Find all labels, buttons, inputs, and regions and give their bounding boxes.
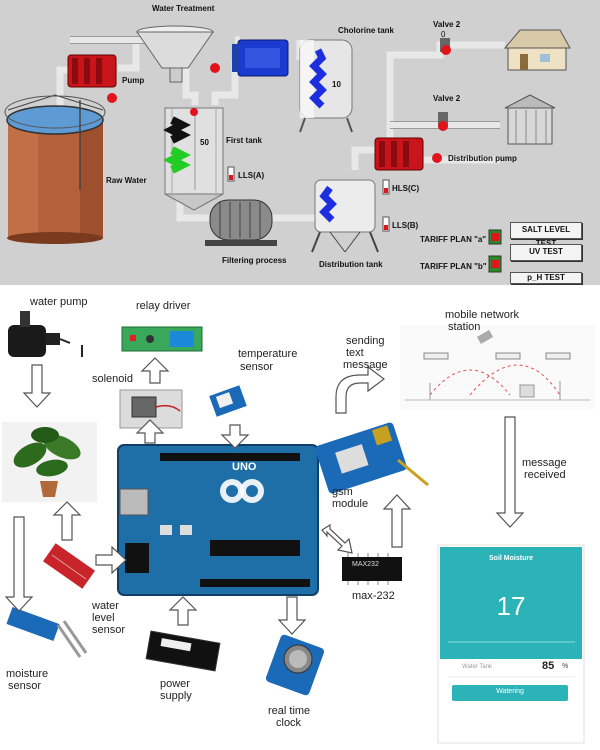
pump-indicator-light — [107, 93, 117, 103]
lls-a-label: LLS(A) — [238, 171, 265, 180]
valve-top-label: Valve 2 — [433, 20, 461, 29]
lls-b-label: LLS(B) — [392, 221, 419, 230]
gsm-module-device — [315, 422, 429, 494]
first-tank-label: First tank — [226, 136, 263, 145]
real-time-clock-label-1: real time — [268, 705, 311, 717]
moisture-sensor-device — [6, 606, 88, 658]
iot-graphics — [2, 311, 595, 744]
water-treatment-funnel — [136, 25, 220, 83]
tariff-plan-b-label: TARIFF PLAN "b" — [420, 262, 487, 271]
water-tank-unit: % — [562, 663, 569, 670]
sending-label-1: sending — [346, 335, 385, 347]
sending-label-3: message — [343, 359, 388, 371]
relay-driver-label: relay driver — [136, 300, 191, 312]
real-time-clock-device — [265, 634, 325, 696]
valve-mid — [438, 112, 448, 131]
scada-panel: Water Treatment Pump Raw Water First tan… — [0, 0, 600, 285]
level-switch-lls-b — [382, 216, 390, 232]
level-switch-lls-a — [227, 166, 235, 182]
chlorine-level: 10 — [332, 80, 341, 89]
distribution-pump — [374, 137, 442, 171]
water-level-sensor-label-3: sensor — [92, 624, 126, 636]
distribution-tank — [311, 179, 379, 253]
real-time-clock-label-2: clock — [276, 717, 302, 729]
scada-graphics — [4, 25, 571, 273]
moisture-sensor-label-2: sensor — [8, 680, 42, 692]
level-switch-hls-c — [382, 179, 390, 195]
distribution-pump-label: Distribution pump — [448, 154, 517, 163]
max232-label: max-232 — [352, 590, 395, 602]
solenoid-label: solenoid — [92, 373, 133, 385]
max232-chip — [342, 553, 402, 585]
watering-button[interactable]: Watering — [496, 688, 524, 695]
temperature-sensor-device — [209, 385, 247, 417]
valve-mid-label: Valve 2 — [433, 94, 461, 103]
first-tank-level: 50 — [200, 138, 209, 147]
first-tank — [163, 107, 224, 211]
max232-chip-text: MAX232 — [352, 561, 379, 568]
iot-diagram: water pump relay driver solenoid tempera… — [0, 285, 600, 750]
house-icon-top — [503, 29, 571, 71]
phone-mockup — [437, 544, 585, 744]
power-supply-label-2: supply — [160, 690, 192, 702]
arduino-max232-arrow — [321, 523, 353, 554]
filtering-process-label: Filtering process — [222, 256, 287, 265]
ph-test-button[interactable]: p_H TEST — [510, 272, 582, 284]
chlorine-tank-label: Cholorine tank — [338, 26, 395, 35]
house-icon-mid — [504, 94, 556, 145]
water-pump-device — [8, 311, 83, 357]
water-level-sensor-device — [43, 543, 95, 589]
tariff-plan-a-label: TARIFF PLAN "a" — [420, 235, 487, 244]
chlorine-tank — [299, 39, 353, 133]
soil-moisture-value: 17 — [496, 591, 526, 621]
message-received-label-2: received — [524, 469, 566, 481]
filter-unit — [205, 199, 277, 246]
hls-c-label: HLS(C) — [392, 184, 420, 193]
sending-label-2: text — [346, 347, 364, 359]
salt-level-test-button[interactable]: SALT LEVEL TEST — [510, 222, 582, 248]
water-tank-label: Water Tank — [462, 664, 493, 670]
raw-water-label: Raw Water — [106, 176, 147, 185]
temperature-sensor-label-1: temperature — [238, 348, 298, 360]
phone-title: Soil Moisture — [489, 555, 533, 562]
message-received-label-1: message — [522, 457, 567, 469]
water-level-sensor-label-1: water — [92, 600, 119, 612]
temperature-sensor-label-2: sensor — [240, 361, 274, 373]
moisture-sensor-label-1: moisture — [6, 668, 49, 680]
distribution-tank-label: Distribution tank — [319, 260, 383, 269]
valve-top — [440, 38, 451, 55]
tariff-b-indicator — [488, 255, 502, 273]
raw-water-tank — [4, 94, 106, 244]
arduino-board — [117, 444, 319, 596]
water-level-sensor-label-2: level — [92, 612, 115, 624]
mobile-network-label-1: mobile network — [445, 309, 519, 321]
tariff-a-indicator — [488, 229, 502, 245]
power-supply-device — [145, 630, 221, 672]
power-supply-label-1: power — [160, 678, 190, 690]
uv-test-button[interactable]: UV TEST — [510, 244, 582, 261]
pump-label: Pump — [122, 76, 145, 85]
pump — [67, 54, 117, 103]
mobile-network-label-2: station — [448, 321, 481, 333]
water-tank-value: 85 — [542, 660, 555, 672]
flow-arrows — [4, 357, 525, 635]
relay-driver-board — [121, 326, 203, 352]
water-treatment-label: Water Treatment — [152, 4, 215, 13]
mobile-network-station — [400, 325, 595, 410]
arduino-uno-logo: UNO — [232, 461, 257, 473]
plant-image — [2, 422, 97, 502]
treatment-motor — [232, 39, 289, 77]
valve-top-value: 0 — [441, 30, 446, 39]
gsm-label-2: module — [332, 498, 369, 510]
gsm-label-1: gsm — [332, 486, 353, 498]
water-pump-label: water pump — [30, 296, 88, 308]
